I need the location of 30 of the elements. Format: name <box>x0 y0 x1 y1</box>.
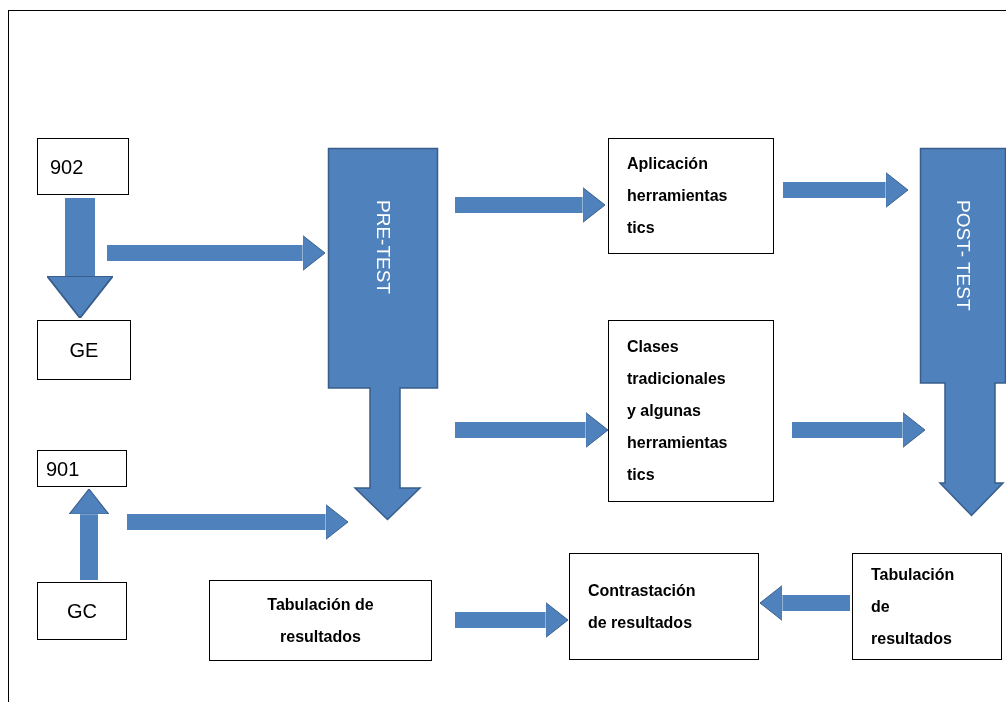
box-label: Aplicación herramientas tics <box>627 154 729 238</box>
vertical-label: POST- TEST <box>952 200 974 311</box>
box-label: Clases tradicionales y algunas herramientas tics <box>627 337 729 485</box>
block-arrow <box>455 186 606 224</box>
block-arrow <box>46 198 114 319</box>
block-arrow <box>455 601 569 639</box>
box-label: GE <box>69 338 99 362</box>
box-label: 901 <box>46 456 80 481</box>
process-box <box>37 450 127 487</box>
block-arrow <box>783 171 909 209</box>
block-arrow <box>792 411 926 449</box>
process-box <box>37 320 131 380</box>
block-arrow <box>68 488 110 580</box>
block-arrow <box>107 234 326 272</box>
process-box <box>852 553 1002 660</box>
process-box <box>608 320 774 502</box>
block-arrow <box>127 503 349 541</box>
box-label: Tabulación de resultados <box>871 564 956 649</box>
block-arrow <box>455 411 609 449</box>
vertical-label: PRE-TEST <box>372 200 394 294</box>
process-box <box>608 138 774 254</box>
process-box <box>37 138 129 195</box>
box-label: 902 <box>50 154 84 179</box>
process-box <box>209 580 432 661</box>
process-box <box>37 582 127 640</box>
box-label: Contrastación de resultados <box>588 580 697 633</box>
process-box <box>569 553 759 660</box>
block-arrow <box>759 584 850 622</box>
box-label: GC <box>67 599 97 623</box>
box-label: Tabulación de resultados <box>266 594 375 647</box>
